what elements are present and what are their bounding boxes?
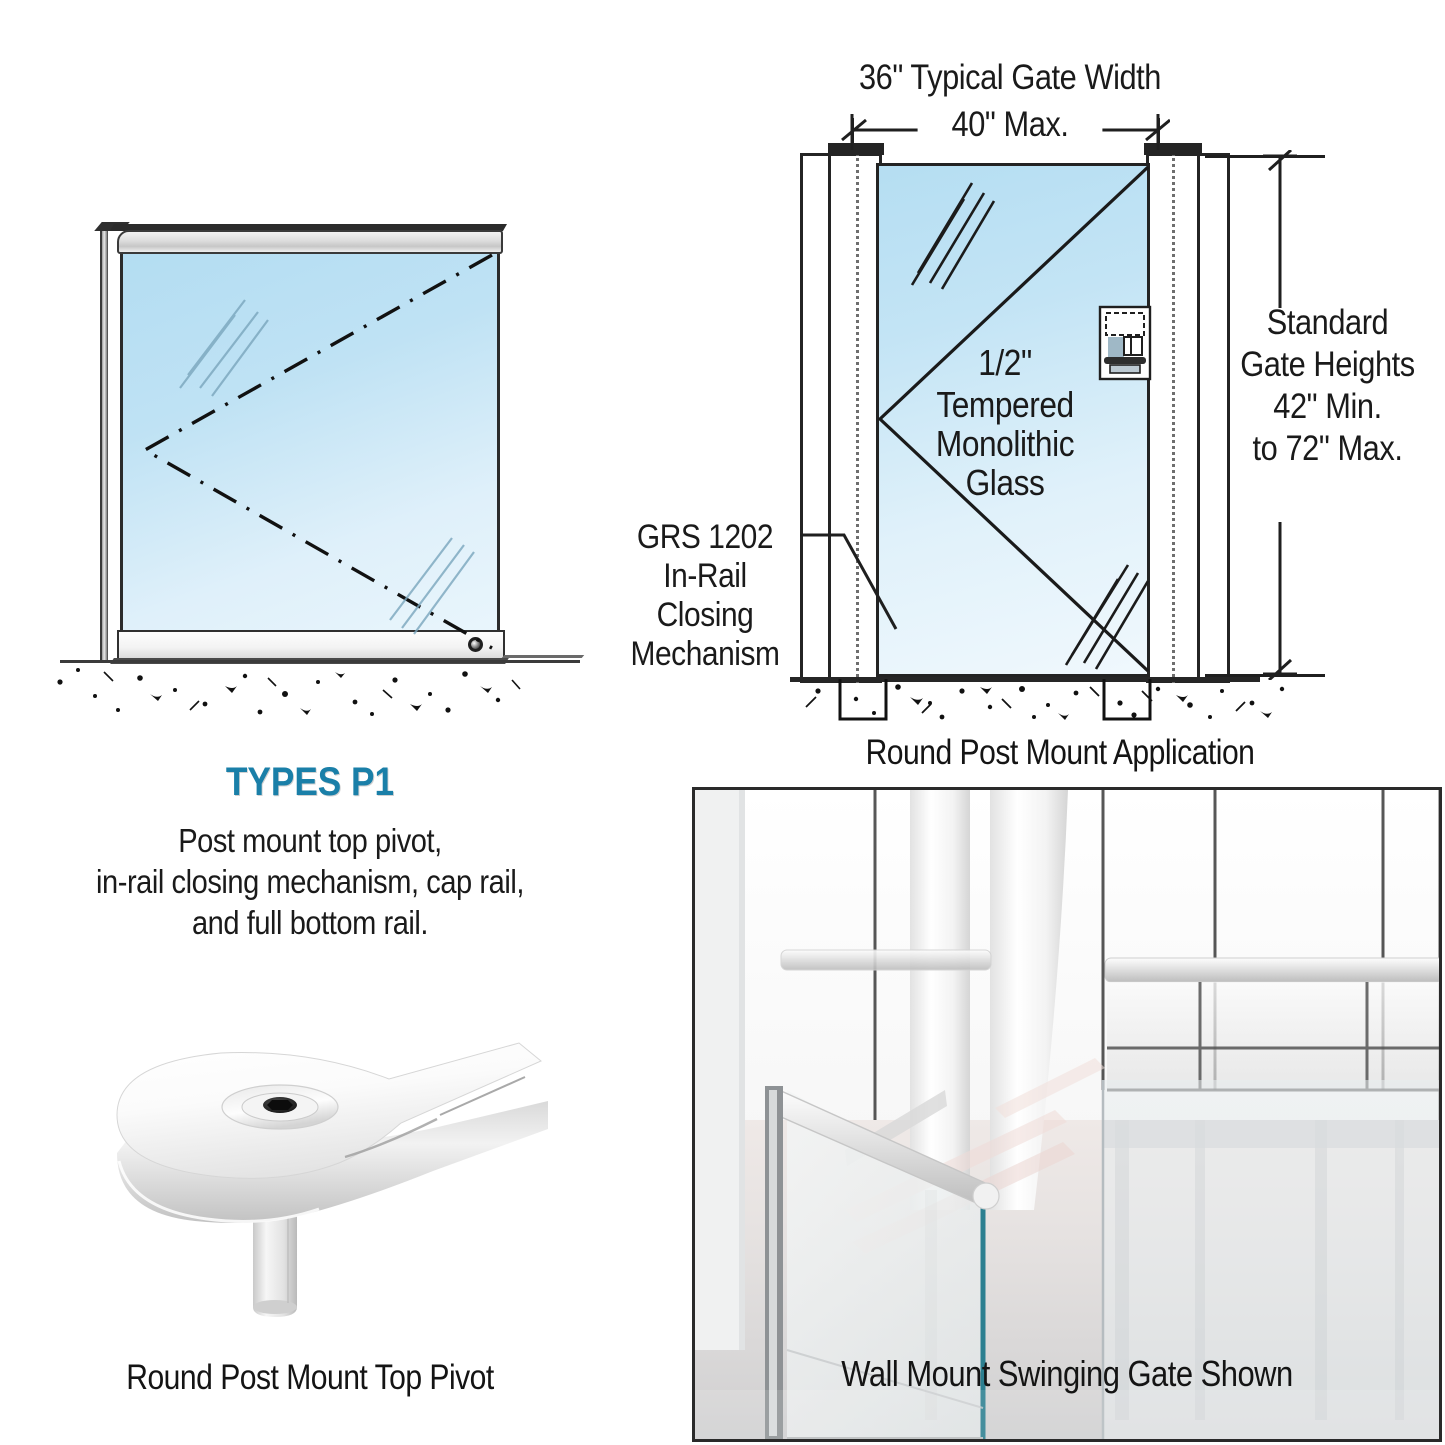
gate-height-label-line-4: to 72" Max. <box>1252 429 1403 468</box>
glass-spec-line-2: Tempered <box>936 384 1074 425</box>
p1-gate-elevation-diagram <box>60 200 620 710</box>
gate-swing-and-reflection-overlay <box>877 165 1150 673</box>
in-rail-closing-mechanism-detail <box>1098 305 1152 381</box>
right-diagram-concrete-hatch <box>805 679 1285 721</box>
pivot-stem <box>253 1205 297 1317</box>
round-post-mount-top-pivot-photo <box>116 1042 548 1317</box>
types-p1-description-line-3: and full bottom rail. <box>191 904 429 941</box>
gate-glass-panel <box>878 165 1148 675</box>
left-diagram-post <box>100 228 108 660</box>
swing-indicator-lines <box>141 253 493 650</box>
left-diagram-swing-arc-overlay <box>141 253 493 650</box>
glass-spec-line-4: Glass <box>965 462 1045 503</box>
wall-mount-swinging-gate-photo: Wall Mount Swinging Gate Shown <box>692 787 1442 1442</box>
height-dim-extension-top <box>1205 155 1325 158</box>
gate-height-label-line-1: Standard <box>1266 303 1389 342</box>
gate-height-label-line-3: 42" Min. <box>1273 387 1382 426</box>
types-p1-title: TYPES P1 <box>225 760 395 804</box>
left-post-centerline <box>856 153 859 683</box>
scene-photo-artwork <box>695 790 1439 1439</box>
pivot-set-screw <box>221 1084 339 1130</box>
right-post-centerline <box>1172 153 1175 683</box>
swinging-gate-leaf <box>765 1086 1000 1439</box>
left-diagram-ground-line <box>60 660 580 663</box>
types-p1-description-line-2: in-rail closing mechanism, cap rail, <box>95 863 524 900</box>
mechanism-label-line-3: Closing <box>656 596 754 634</box>
round-post-mount-application-caption: Round Post Mount Application <box>865 733 1255 772</box>
gate-glass-frame <box>876 163 1150 677</box>
left-diagram-cap-rail <box>117 230 503 254</box>
gate-width-typical-label: 36" Typical Gate Width <box>858 58 1161 97</box>
glass-spec-line-1: 1/2" <box>978 342 1032 383</box>
mechanism-leader-line <box>800 533 898 630</box>
pivot-photo-caption: Round Post Mount Top Pivot <box>126 1358 494 1397</box>
glass-spec-line-3: Monolithic <box>935 423 1075 464</box>
mechanism-label-line-2: In-Rail <box>663 557 747 595</box>
left-post-cap <box>828 143 884 155</box>
background-railing-right <box>1104 957 1439 1092</box>
round-post-mount-application-diagram <box>780 55 1340 775</box>
background-column-left <box>910 790 970 1210</box>
right-diagram-ground-line <box>790 677 1260 682</box>
gate-height-label-line-2: Gate Heights <box>1240 345 1415 384</box>
types-p1-description-line-1: Post mount top pivot, <box>178 822 442 859</box>
left-diagram-concrete-hatch <box>57 668 521 716</box>
foreground-glass-panel-right <box>1101 1080 1439 1439</box>
height-dim-extension-bottom <box>1205 674 1325 677</box>
mechanism-label-line-1: GRS 1202 <box>636 518 774 556</box>
mechanism-label-line-4: Mechanism <box>630 635 780 673</box>
scene-photo-caption: Wall Mount Swinging Gate Shown <box>841 1353 1293 1394</box>
gate-width-max-label: 40" Max. <box>917 105 1103 145</box>
